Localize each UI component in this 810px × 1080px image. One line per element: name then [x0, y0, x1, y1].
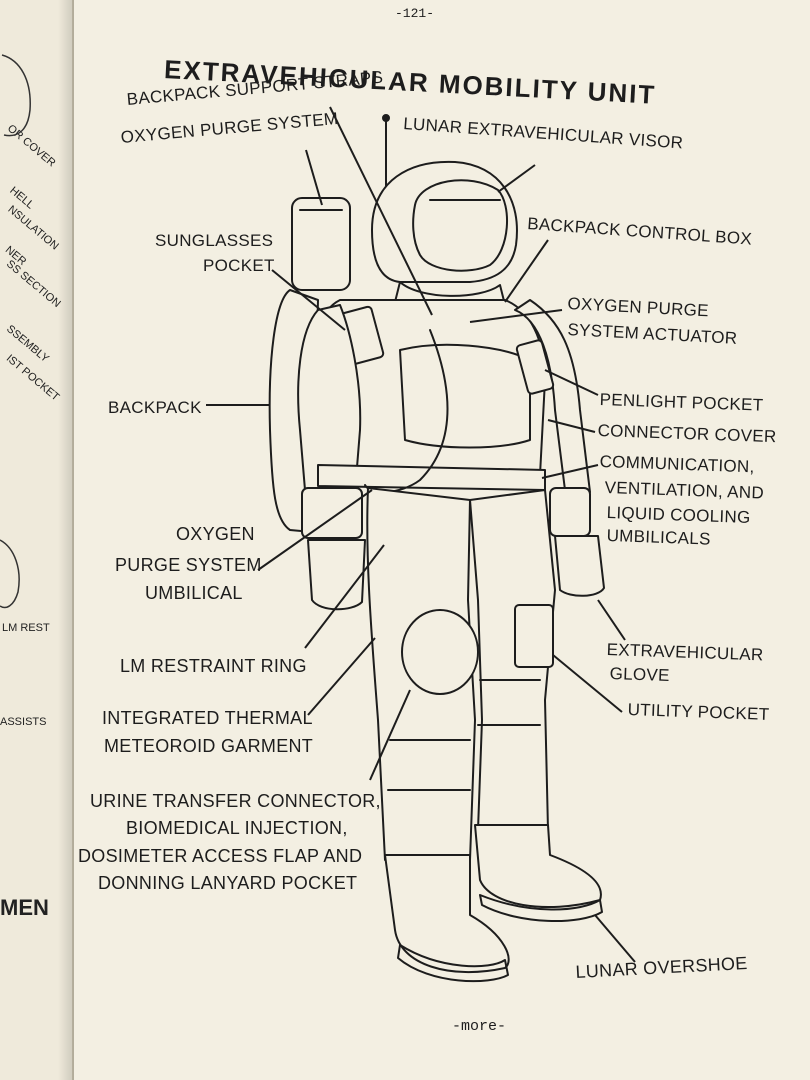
label-backpack: BACKPACK: [108, 398, 202, 417]
left-page: OR COVER HELL NSULATION NER SS SECTION S…: [0, 0, 74, 1080]
label-itmg-1: INTEGRATED THERMAL: [102, 708, 313, 728]
left-fragment: LM REST: [2, 622, 50, 634]
label-umbilicals-4: UMBILICALS: [606, 526, 712, 549]
label-sunglasses-pocket-2: POCKET: [203, 256, 275, 275]
label-purge-umbilical-2: PURGE SYSTEM: [115, 555, 262, 575]
label-purge-umbilical-3: UMBILICAL: [145, 583, 243, 603]
left-page-drawings: [0, 54, 31, 609]
left-fragment: MEN: [0, 895, 49, 920]
label-extravehicular-glove-2: GLOVE: [609, 664, 671, 686]
label-urine-connector-3: DOSIMETER ACCESS FLAP AND: [78, 846, 363, 866]
page-footer: -more-: [452, 1018, 507, 1035]
left-fragment: ASSISTS: [0, 716, 47, 728]
label-lm-restraint-ring: LM RESTRAINT RING: [120, 656, 307, 676]
label-urine-connector-2: BIOMEDICAL INJECTION,: [126, 818, 348, 838]
page-number: -121-: [395, 6, 435, 21]
label-itmg-2: METEOROID GARMENT: [104, 736, 314, 756]
label-purge-umbilical-1: OXYGEN: [176, 524, 255, 544]
label-urine-connector-4: DONNING LANYARD POCKET: [98, 873, 358, 893]
label-sunglasses-pocket-1: SUNGLASSES: [155, 231, 274, 250]
label-urine-connector-1: URINE TRANSFER CONNECTOR,: [90, 791, 381, 811]
